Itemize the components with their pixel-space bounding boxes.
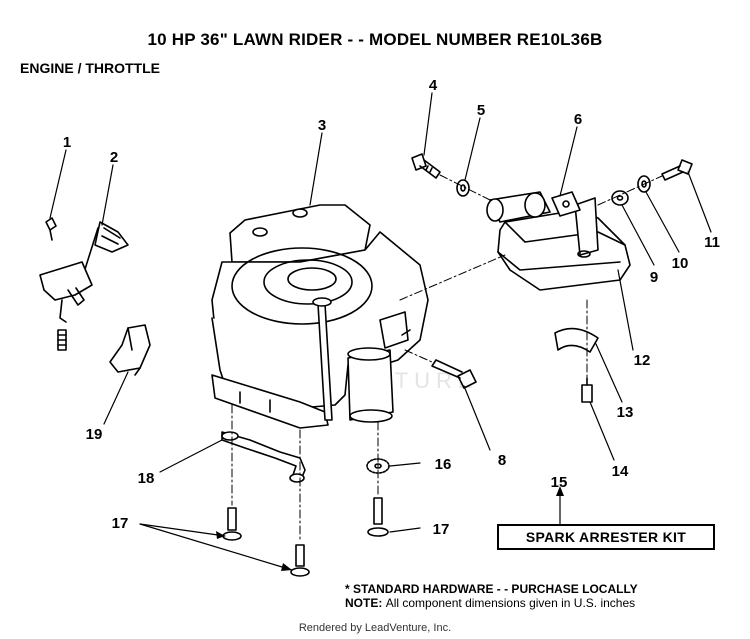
callout-11: 11 bbox=[704, 234, 720, 251]
bolt-14-part bbox=[581, 377, 593, 403]
hardware-note: * STANDARD HARDWARE - - PURCHASE LOCALLY… bbox=[345, 582, 638, 610]
callout-12: 12 bbox=[634, 352, 651, 369]
footer-credit: Rendered by LeadVenture, Inc. bbox=[298, 622, 452, 634]
washer-5-part bbox=[456, 179, 470, 197]
washer-10-part bbox=[637, 175, 651, 193]
callout-13: 13 bbox=[617, 404, 634, 421]
callout-14: 14 bbox=[612, 463, 629, 480]
bolt-17-part bbox=[222, 497, 389, 577]
callout-4: 4 bbox=[429, 77, 438, 94]
callout-1: 1 bbox=[63, 134, 71, 151]
callout-16: 16 bbox=[435, 456, 452, 473]
callout-5: 5 bbox=[477, 102, 485, 119]
callout-15: 15 bbox=[551, 474, 568, 491]
callout-3: 3 bbox=[318, 117, 326, 134]
callout-19: 19 bbox=[86, 426, 103, 443]
bolt-11-part bbox=[661, 159, 693, 181]
standard-hardware-text: * STANDARD HARDWARE - - PURCHASE LOCALLY bbox=[345, 582, 638, 596]
diagram-title: 10 HP 36" LAWN RIDER - - MODEL NUMBER RE… bbox=[147, 30, 603, 49]
spark-arrester-kit-label: SPARK ARRESTER KIT bbox=[497, 524, 715, 550]
bracket-part bbox=[109, 324, 151, 376]
dimension-note: NOTE: All component dimensions given in … bbox=[345, 596, 638, 610]
muffler-part bbox=[497, 197, 631, 291]
callout-8: 8 bbox=[498, 452, 506, 469]
callout-17-left: 17 bbox=[112, 515, 129, 532]
callout-6: 6 bbox=[574, 111, 582, 128]
washer-9-part bbox=[611, 190, 629, 206]
clip-13-part bbox=[554, 327, 599, 353]
callout-9: 9 bbox=[650, 269, 658, 286]
bolt-8-part bbox=[431, 359, 477, 389]
callout-17-right: 17 bbox=[433, 521, 450, 538]
callout-18: 18 bbox=[138, 470, 155, 487]
throttle-control-part bbox=[39, 217, 129, 351]
exhaust-flange-part bbox=[486, 191, 581, 223]
callout-10: 10 bbox=[672, 255, 689, 272]
engine-part bbox=[211, 204, 429, 429]
bolt-4-part bbox=[411, 153, 441, 179]
note-label: NOTE: bbox=[345, 596, 383, 610]
spacer-18-part bbox=[221, 431, 306, 483]
diagram-subtitle: ENGINE / THROTTLE bbox=[20, 60, 160, 76]
note-text: All component dimensions given in U.S. i… bbox=[385, 596, 636, 610]
callout-2: 2 bbox=[110, 149, 118, 166]
